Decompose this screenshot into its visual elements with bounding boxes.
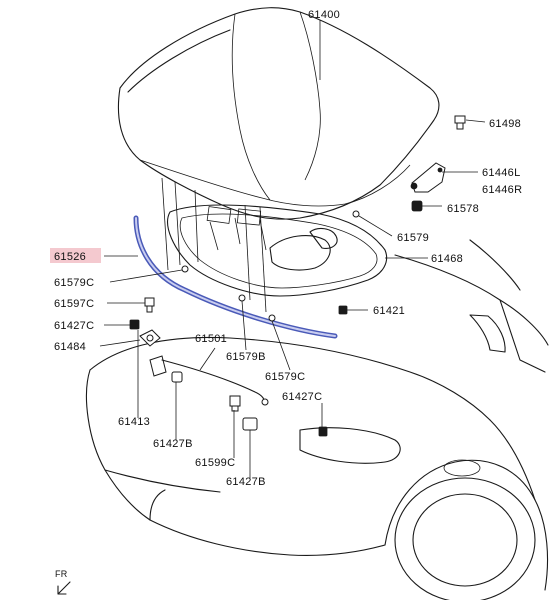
label-61427B-right: 61427B [226, 476, 266, 488]
leader-lines [99, 20, 486, 478]
hood-inner-frame [167, 204, 388, 297]
clip-61579C-mid [268, 314, 276, 322]
clip-61599C [229, 395, 241, 412]
bolt-61597C [144, 297, 155, 313]
highlight-61526 [50, 248, 101, 263]
label-61597C: 61597C [54, 298, 94, 310]
label-61446R: 61446R [482, 184, 522, 196]
label-61579B: 61579B [226, 351, 266, 363]
hood-panel [117, 7, 440, 313]
vehicle-body [85, 239, 549, 600]
label-61427B-left: 61427B [153, 438, 193, 450]
bumper-61427C-left [129, 319, 140, 330]
front-arrow-icon [57, 581, 71, 595]
label-61468: 61468 [431, 253, 463, 265]
stopper-61578 [411, 200, 423, 212]
front-marker: FR [55, 569, 71, 595]
clip-61579C-left [181, 265, 189, 273]
label-61498: 61498 [489, 118, 521, 130]
label-61579: 61579 [397, 232, 429, 244]
clip-61579B [238, 294, 246, 302]
label-61526: 61526 [54, 251, 86, 263]
clip-61579 [352, 210, 360, 218]
label-61599C: 61599C [195, 457, 235, 469]
label-61446L: 61446L [482, 167, 521, 179]
part-labels: 61400 61498 61446L 61446R 61578 61579 61… [50, 9, 522, 488]
bumper-61427C-right [318, 426, 328, 437]
label-61421: 61421 [373, 305, 405, 317]
label-61579C-left: 61579C [54, 277, 94, 289]
label-61501: 61501 [195, 333, 227, 345]
striker-61484 [139, 329, 161, 347]
label-61579C-mid: 61579C [265, 371, 305, 383]
hinge-61446 [410, 162, 446, 193]
bolt-61498 [454, 115, 466, 130]
label-61413: 61413 [118, 416, 150, 428]
stopper-61421 [338, 305, 348, 315]
front-marker-text: FR [55, 569, 68, 579]
label-61578: 61578 [447, 203, 479, 215]
latch-cable-61501 [149, 355, 269, 406]
label-61427C-right: 61427C [282, 391, 322, 403]
label-61400: 61400 [308, 9, 340, 21]
label-61484: 61484 [54, 341, 86, 353]
label-61427C-left: 61427C [54, 320, 94, 332]
bumper-61427B-right [242, 417, 258, 431]
